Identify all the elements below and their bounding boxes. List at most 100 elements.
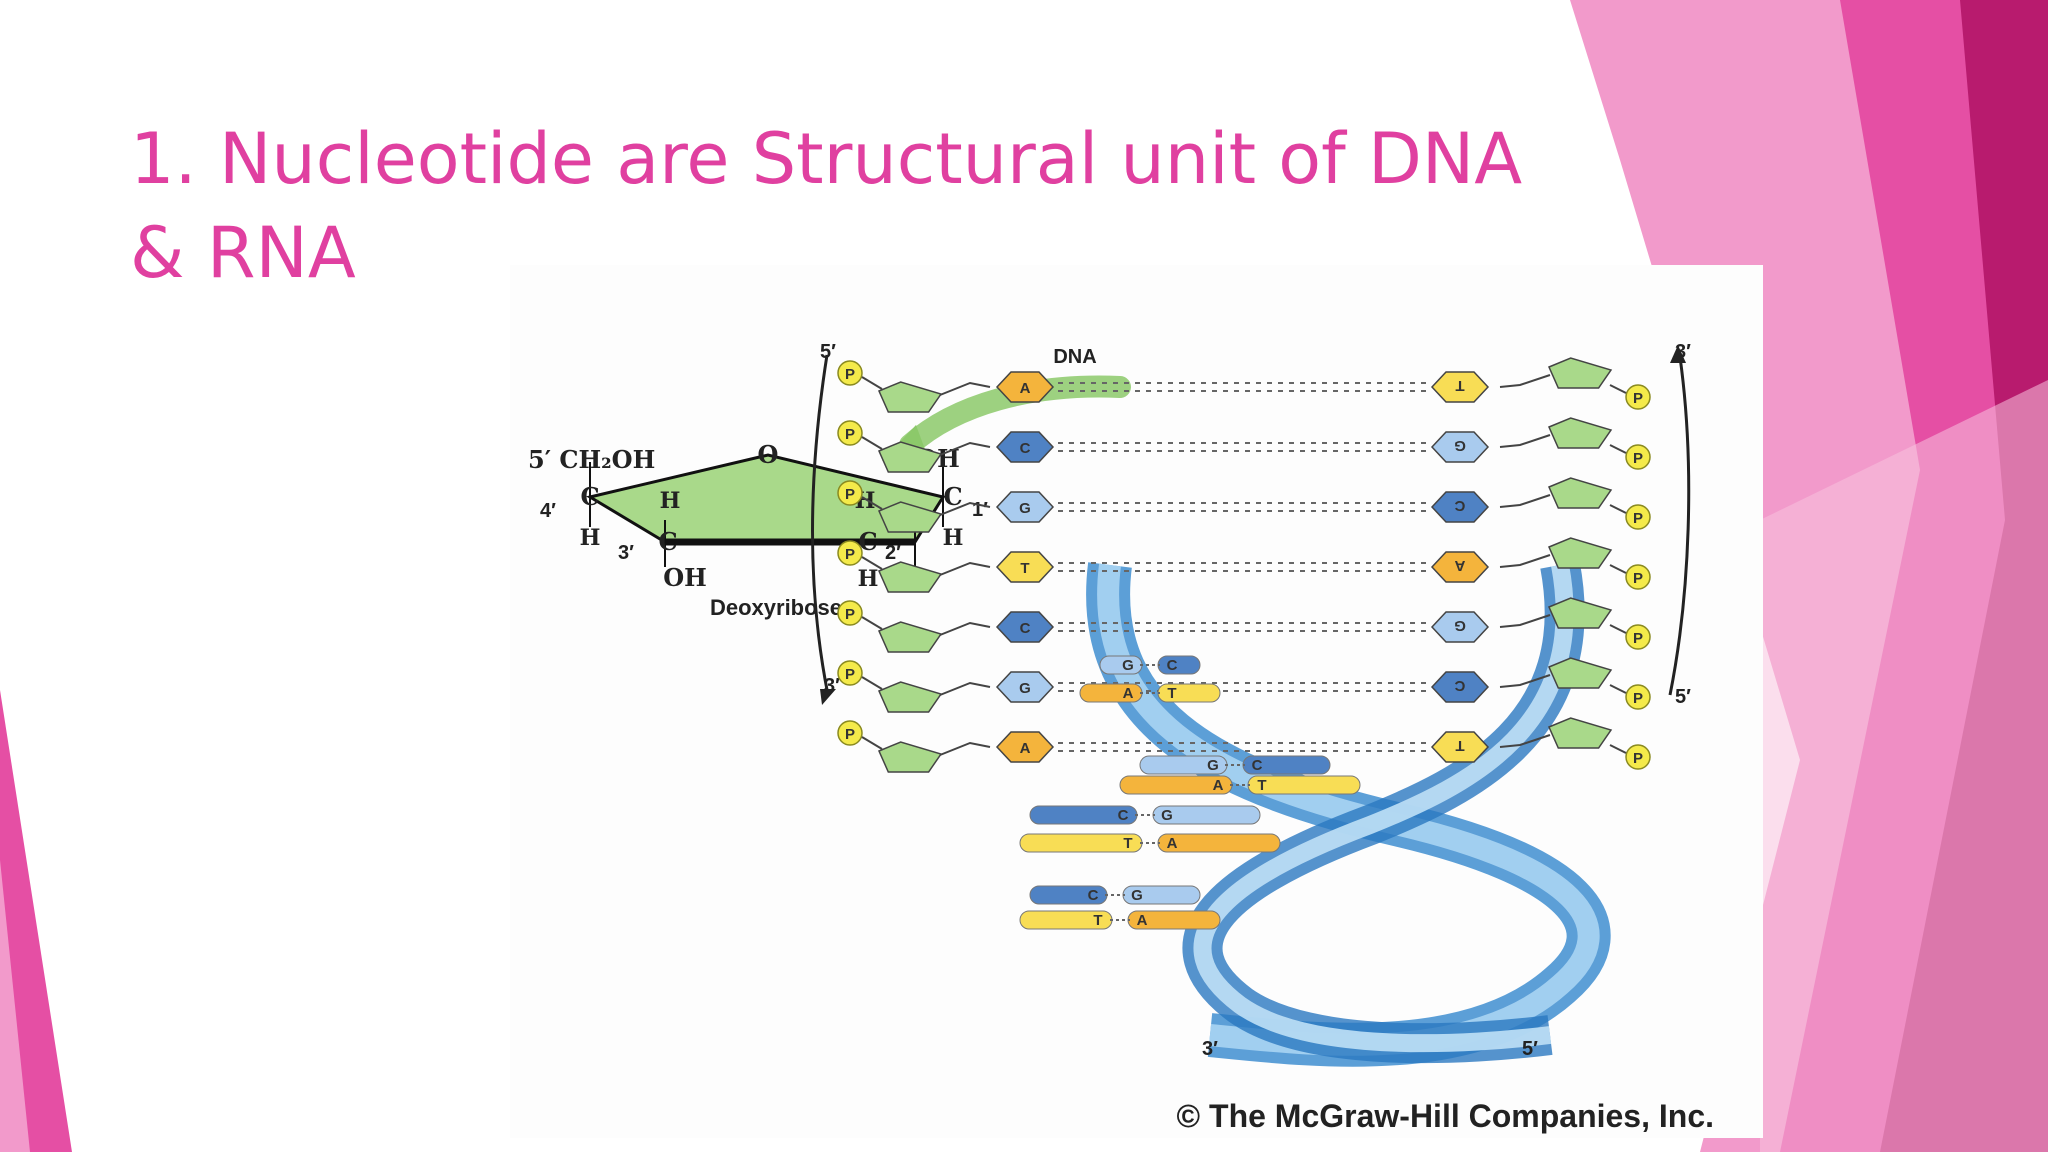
sugar-right <box>1548 357 1613 389</box>
position-2-label: 2′ <box>885 542 901 564</box>
phosphate-label: P <box>1633 630 1643 647</box>
base-pair: P P G C <box>837 477 1651 533</box>
phosphate-group <box>1625 744 1651 770</box>
ring-oxygen-label: O <box>758 440 779 469</box>
base-pair: P P C G <box>837 417 1651 473</box>
phosphate-group <box>837 420 863 446</box>
copyright-notice: © The McGraw-Hill Companies, Inc. <box>1177 1098 1714 1134</box>
helix-base-left-label: A <box>1123 685 1134 702</box>
phosphate-label: P <box>1633 570 1643 587</box>
helix-base-left-label: T <box>1123 835 1132 852</box>
c2-hydrogen-label: H <box>858 566 879 592</box>
helix-base-left <box>1099 655 1143 675</box>
sugar-left <box>878 501 943 533</box>
base-right-label: C <box>1454 677 1465 694</box>
helix-base-right-label: G <box>1131 887 1143 904</box>
base-left-label: A <box>1020 380 1031 397</box>
base-right <box>1430 431 1490 463</box>
deoxyribose-caption: Deoxyribose <box>710 595 842 620</box>
phosphate-group <box>837 540 863 566</box>
phosphate-group <box>837 600 863 626</box>
base-right <box>1430 491 1490 523</box>
base-left <box>995 431 1055 463</box>
helix-base-right-label: T <box>1257 777 1266 794</box>
helix-base-left-label: C <box>1088 887 1099 904</box>
helix-base-right-label: A <box>1137 912 1148 929</box>
phosphate-label: P <box>1633 450 1643 467</box>
phosphate-group <box>1625 384 1651 410</box>
base-left-label: C <box>1020 440 1031 457</box>
phosphate-group <box>837 480 863 506</box>
helix-5prime-end: 5′ <box>1522 1038 1538 1060</box>
c2-carbon-label: C <box>858 527 877 556</box>
sugar-left <box>878 681 943 713</box>
helix-base-left-label: T <box>1093 912 1102 929</box>
base-right-label: T <box>1455 737 1464 754</box>
base-right <box>1430 671 1490 703</box>
phosphate-label: P <box>1633 510 1643 527</box>
base-left-label: T <box>1020 560 1029 577</box>
sugar-left <box>878 741 943 773</box>
helix-base-left-label: A <box>1213 777 1224 794</box>
c4-hydrogen-label: H <box>660 488 681 514</box>
sugar-right <box>1548 537 1613 569</box>
phosphate-label: P <box>845 366 855 383</box>
base-right-label: G <box>1454 617 1466 634</box>
position-1-label: 1′ <box>972 499 988 521</box>
base-right <box>1430 551 1490 583</box>
phosphate-label: P <box>845 546 855 563</box>
base-right <box>1430 611 1490 643</box>
strand-direction-arrows <box>810 345 1691 705</box>
helix-3prime-end: 3′ <box>1202 1038 1218 1060</box>
helix-base-right-label: C <box>1167 657 1178 674</box>
base-left-label: G <box>1019 680 1031 697</box>
phosphate-group <box>1625 504 1651 530</box>
phosphate-group <box>837 720 863 746</box>
phosphate-group <box>1625 684 1651 710</box>
phosphate-label: P <box>845 426 855 443</box>
helix-base-right-label: A <box>1167 835 1178 852</box>
base-right-label: A <box>1454 557 1465 574</box>
c4-carbon-label: C <box>580 482 599 511</box>
sugar-left <box>878 381 943 413</box>
position-3-label: 3′ <box>618 542 634 564</box>
base-right-label: T <box>1455 377 1464 394</box>
base-left <box>995 371 1055 403</box>
base-left <box>995 671 1055 703</box>
c3-carbon-label: C <box>658 527 677 556</box>
c1-carbon-label: C <box>943 482 962 511</box>
helix-base-right-label: C <box>1252 757 1263 774</box>
base-left <box>995 731 1055 763</box>
base-right-label: G <box>1454 437 1466 454</box>
sugar-left <box>878 441 943 473</box>
dna-label: DNA <box>1053 346 1096 368</box>
phosphate-label: P <box>845 726 855 743</box>
base-left <box>995 551 1055 583</box>
base-left <box>995 491 1055 523</box>
base-right-label: C <box>1454 497 1465 514</box>
dna-figure: O 5′ CH₂OH OH C C C C H H H H OH H 1′ 2′… <box>510 265 1763 1138</box>
left-accent-shape-light <box>0 860 30 1152</box>
c4-h-bottom-label: H <box>580 525 601 551</box>
right-strand-arrow <box>1668 356 1691 696</box>
position-4-label: 4′ <box>540 500 556 522</box>
base-left-label: G <box>1019 500 1031 517</box>
phosphate-label: P <box>845 486 855 503</box>
deoxyribose-structure: O 5′ CH₂OH OH C C C C H H H H OH H 1′ 2′… <box>528 440 988 620</box>
base-pair: P P T A <box>837 537 1651 593</box>
left-strand-arrow <box>810 354 830 696</box>
dna-helix-ribbons <box>1086 561 1611 1067</box>
right-accent-shape-pale <box>1760 380 2048 1152</box>
sugar-right <box>1548 597 1613 629</box>
